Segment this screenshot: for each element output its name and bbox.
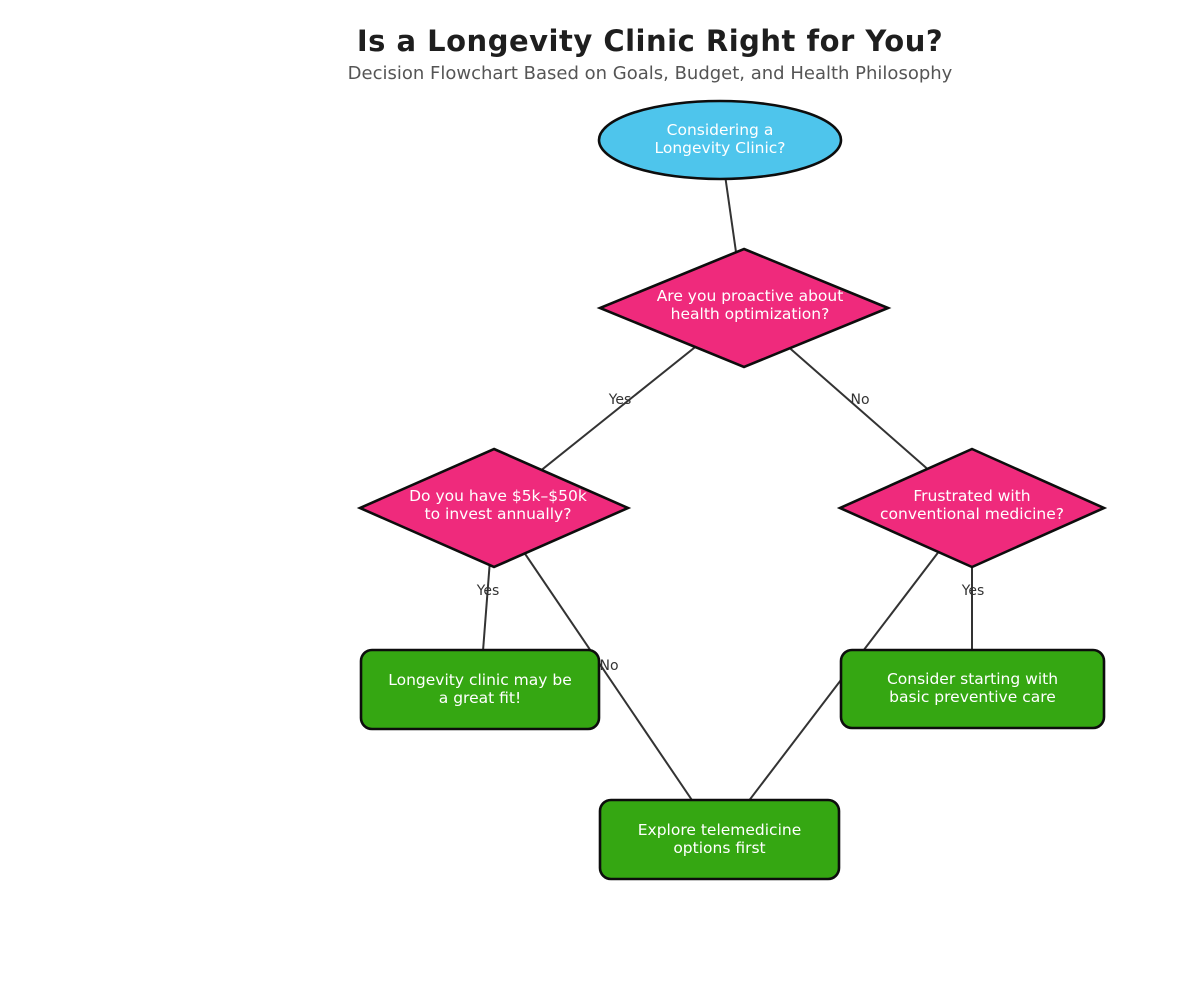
page-title: Is a Longevity Clinic Right for You? bbox=[356, 24, 944, 58]
page-subtitle: Decision Flowchart Based on Goals, Budge… bbox=[347, 63, 953, 84]
edge-label-budget-no: No bbox=[599, 658, 619, 674]
node-shape-proactive-diamond bbox=[596, 247, 892, 369]
node-shape-great-fit-box bbox=[359, 648, 601, 731]
edge-label-budget-yes: Yes bbox=[476, 583, 500, 599]
node-shape-budget-diamond bbox=[356, 447, 632, 569]
node-shape-telemedicine-box bbox=[598, 798, 841, 881]
node-shape-frustrated-diamond bbox=[836, 447, 1108, 569]
edge-budget-no-to-telemedicine bbox=[493, 507, 720, 841]
node-shape-preventive-box bbox=[839, 648, 1106, 730]
node-shape-start-ellipse bbox=[597, 99, 843, 181]
edge-label-proactive-no: No bbox=[850, 392, 870, 408]
edge-label-proactive-yes: Yes bbox=[608, 392, 632, 408]
edge-label-frustrated-yes: Yes bbox=[961, 583, 985, 599]
